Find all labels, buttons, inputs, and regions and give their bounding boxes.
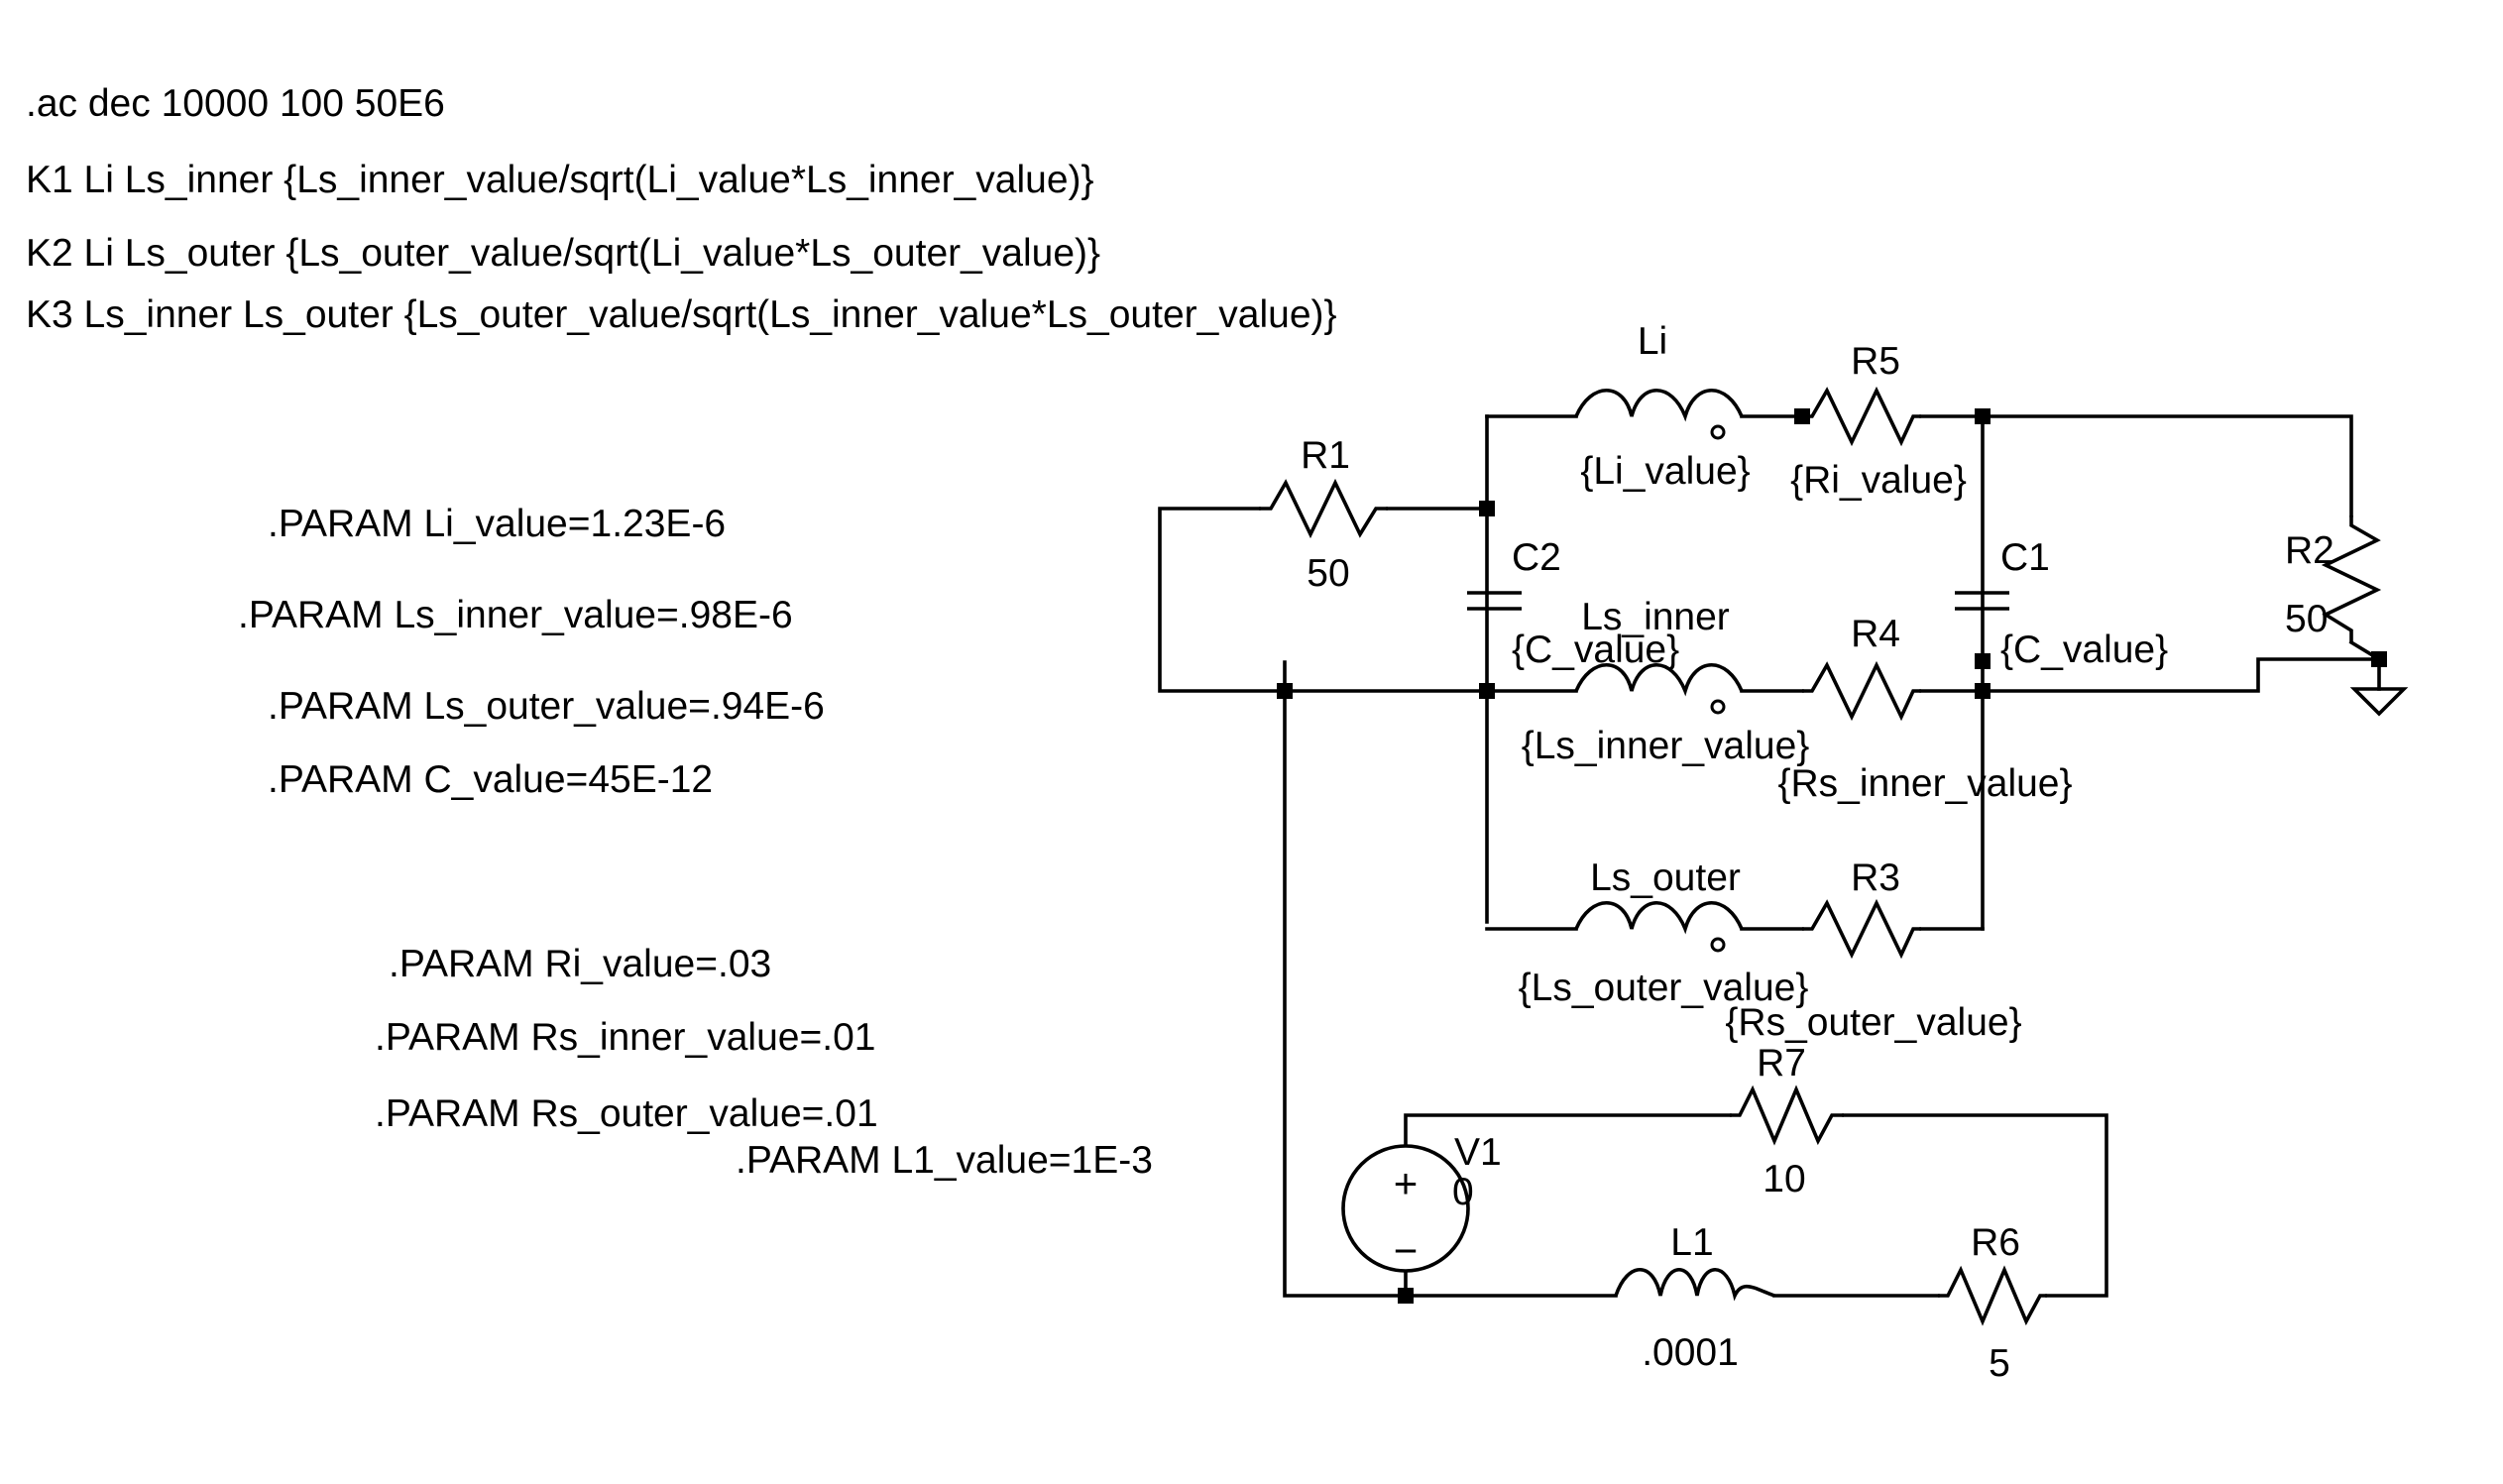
junction-node [1398,1288,1414,1304]
voltage-source-v1-body [1341,1144,1470,1273]
resistor-r3[interactable] [1802,898,1921,960]
label-c1-name: C1 [2000,536,2050,579]
param-rs-outer: .PARAM Rs_outer_value=.01 [375,1092,878,1135]
wire [1981,414,2353,517]
param-directives: .PARAM Li_value=1.23E-6 .PARAM Ls_inner_… [238,503,1153,1182]
voltage-source-v1[interactable]: + − [1341,1144,1470,1274]
inductor-li-coil [1574,389,1744,422]
label-r6-name: R6 [1971,1221,2020,1264]
minus-icon: − [1394,1227,1419,1274]
capacitor-c2[interactable] [1467,591,1522,611]
junction-node [2371,651,2387,667]
k2-directive: K2 Li Ls_outer {Ls_outer_value/sqrt(Li_v… [26,232,1100,275]
label-c2-name: C2 [1512,536,1561,579]
label-r3-value: {Rs_outer_value} [1725,1001,2021,1044]
wire [1404,1270,1618,1298]
phase-dot [1710,699,1726,715]
inductor-ls-inner-coil [1574,663,1744,697]
label-r7-name: R7 [1757,1042,1806,1084]
resistor-r5[interactable] [1802,386,1921,447]
label-v1-name: V1 [1454,1131,1502,1174]
label-c1-value: {C_value} [2000,628,2168,671]
param-l1: .PARAM L1_value=1E-3 [736,1139,1153,1182]
k3-directive: K3 Ls_inner Ls_outer {Ls_outer_value/sqr… [26,293,1337,336]
label-r2-value: 50 [2285,598,2328,640]
inductor-ls-outer[interactable] [1574,901,1744,953]
inductor-ls-inner[interactable] [1574,663,1744,715]
label-ls-outer-value: {Ls_outer_value} [1519,967,1809,1009]
label-li-value: {Li_value} [1580,450,1750,493]
label-r2-name: R2 [2285,529,2334,572]
param-ri: .PARAM Ri_value=.03 [389,943,771,985]
resistor-r7[interactable] [1730,1084,1844,1146]
label-ls-outer-name: Ls_outer [1590,856,1741,899]
k1-directive: K1 Li Ls_inner {Ls_inner_value/sqrt(Li_v… [26,159,1094,201]
junction-node [1479,683,1495,699]
label-r6-value: 5 [1989,1342,2010,1385]
param-li: .PARAM Li_value=1.23E-6 [268,503,726,545]
capacitor-c1[interactable] [1955,591,2009,611]
label-r1-value: 50 [1307,552,1349,595]
label-r5-name: R5 [1851,340,1900,383]
param-ls-inner: .PARAM Ls_inner_value=.98E-6 [238,594,793,636]
junction-node [1975,653,1991,669]
phase-dot [1710,937,1726,953]
wire [1283,660,1408,1298]
component-labels: Li {Li_value} R5 {Ri_value} R1 50 C2 {C_… [1301,320,2334,1385]
junction-node [1479,501,1495,516]
label-r3-name: R3 [1851,856,1900,899]
label-l1-value: .0001 [1642,1331,1739,1374]
junction-node [1975,408,1991,424]
resistor-r6[interactable] [1938,1265,2047,1326]
label-r1-name: R1 [1301,434,1350,477]
junction-node [1975,683,1991,699]
junction-node [1794,408,1810,424]
wire [1981,657,2381,693]
wire [1404,1113,1732,1147]
ground-icon [2349,687,2409,717]
wire [1158,507,1489,693]
junctions [1277,408,2387,1304]
param-rs-inner: .PARAM Rs_inner_value=.01 [375,1016,875,1059]
label-r4-value: {Rs_inner_value} [1777,762,2072,805]
label-ls-inner-value: {Ls_inner_value} [1522,725,1810,767]
junction-node [1277,683,1293,699]
label-li-name: Li [1638,320,1667,363]
inductor-l1[interactable] [1614,1267,1775,1302]
resistor-r4[interactable] [1802,660,1921,722]
resistor-r1[interactable] [1259,478,1388,539]
spice-directives: .ac dec 10000 100 50E6 K1 Li Ls_inner {L… [26,82,1337,336]
ac-directive: .ac dec 10000 100 50E6 [26,82,445,125]
param-ls-outer: .PARAM Ls_outer_value=.94E-6 [268,685,825,728]
inductor-li[interactable] [1574,389,1744,440]
label-ls-inner-name: Ls_inner [1581,596,1730,638]
label-r5-value: {Ri_value} [1790,459,1967,502]
inductor-ls-outer-coil [1574,901,1744,935]
resistor-r2[interactable] [2321,515,2382,642]
label-r7-value: 10 [1763,1158,1805,1200]
plus-icon: + [1394,1160,1419,1206]
phase-dot [1710,424,1726,440]
label-l1-name: L1 [1670,1221,1713,1264]
wire [1842,1113,2108,1298]
label-v1-value: 0 [1452,1171,1474,1213]
label-c2-value: {C_value} [1512,628,1679,671]
param-c: .PARAM C_value=45E-12 [268,758,713,801]
label-r4-name: R4 [1851,613,1900,655]
